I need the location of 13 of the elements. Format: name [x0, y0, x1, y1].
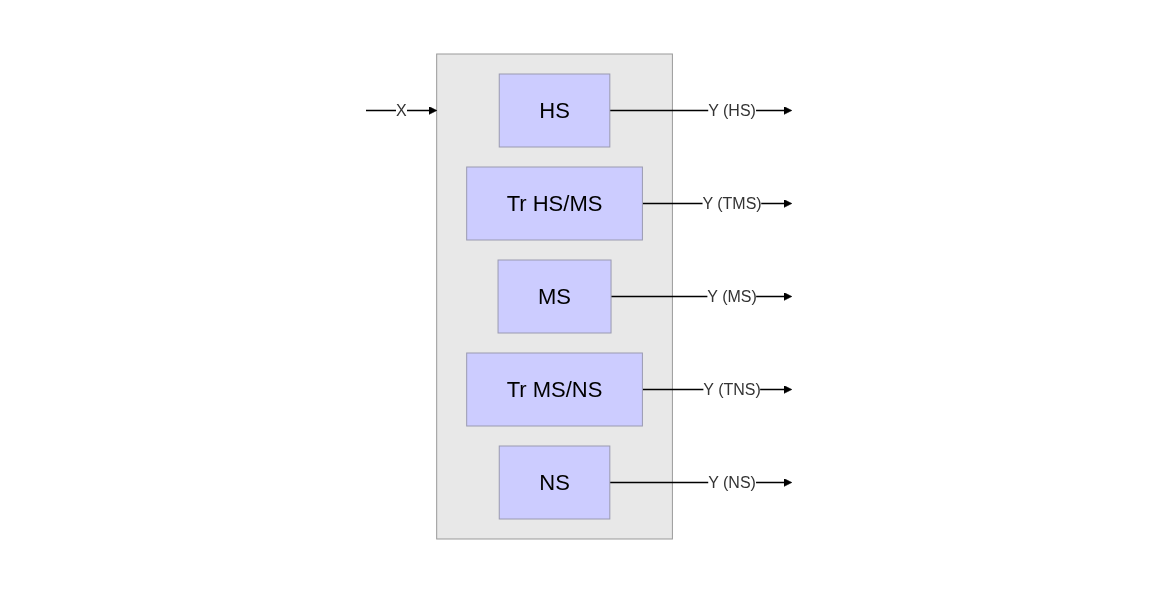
node-box: Tr MS/NS — [465, 352, 643, 426]
node-box: NS — [498, 445, 610, 519]
edge-label: Y (HS) — [707, 101, 756, 118]
node-box: Tr HS/MS — [465, 166, 643, 240]
node-box: MS — [497, 259, 612, 333]
edge-label: Y (MS) — [706, 287, 757, 304]
edge-label: Y (TMS) — [702, 194, 762, 211]
edge-label: X — [395, 101, 407, 118]
edge-label: Y (TNS) — [702, 380, 761, 397]
node-box: HS — [498, 73, 610, 147]
cluster — [435, 53, 673, 539]
edge-label: Y (NS) — [707, 473, 756, 490]
arrow — [364, 105, 437, 115]
